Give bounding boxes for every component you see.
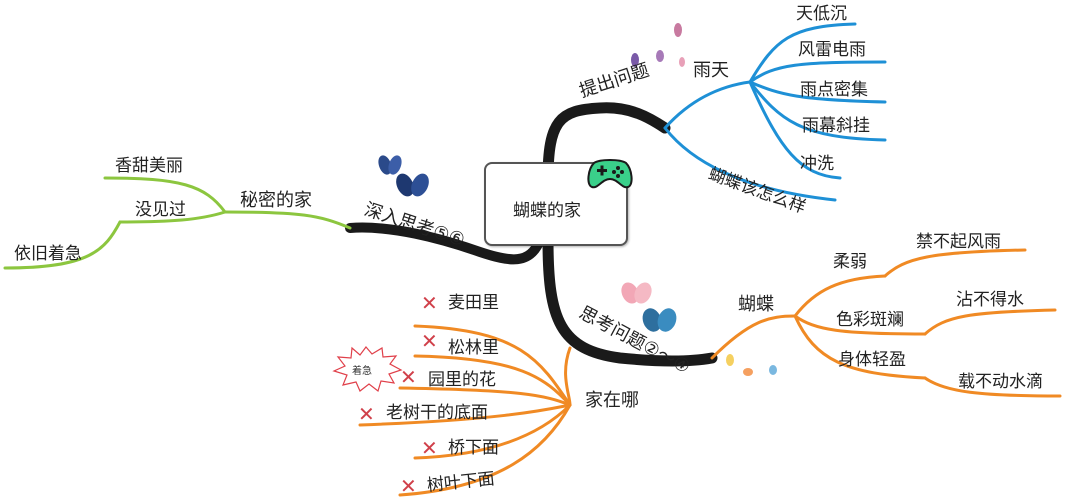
trunk-shenru [345, 222, 545, 265]
node-hudie-row1-a[interactable]: 色彩斑斓 [836, 310, 904, 330]
node-jiazaina-item-2[interactable]: 园里的花 [428, 370, 496, 390]
node-hudie-row0-a[interactable]: 柔弱 [833, 252, 867, 272]
node-yutian-item-3[interactable]: 雨幕斜挂 [802, 116, 870, 136]
node-yutian-item-2[interactable]: 雨点密集 [800, 80, 868, 100]
butterfly-icon-6 [726, 354, 777, 376]
node-jiazaina[interactable]: 家在哪 [585, 390, 639, 411]
node-jiazaina-item-4[interactable]: 桥下面 [448, 438, 499, 458]
x-mark-icon: ✕ [421, 291, 438, 315]
node-mimi-item-1[interactable]: 没见过 [135, 200, 186, 220]
trunk-tichu [542, 102, 671, 186]
node-jiazaina-item-0[interactable]: 麦田里 [448, 293, 499, 313]
node-hudie-row1-b[interactable]: 沾不得水 [956, 290, 1024, 310]
x-mark-icon: ✕ [421, 329, 438, 353]
node-jiazaina-item-3[interactable]: 老树干的底面 [386, 403, 488, 423]
node-yutian-item-1[interactable]: 风雷电雨 [798, 40, 866, 60]
x-mark-icon: ✕ [358, 402, 375, 426]
x-mark-icon: ✕ [421, 436, 438, 460]
butterfly-icon-2 [396, 173, 429, 197]
trunk-sikao [542, 234, 718, 367]
node-hudie-row2-b[interactable]: 载不动水滴 [958, 372, 1043, 392]
x-mark-icon: ✕ [400, 474, 417, 498]
node-mimi-item-2[interactable]: 依旧着急 [14, 244, 82, 264]
node-mimi[interactable]: 秘密的家 [240, 190, 312, 211]
gamepad-icon [587, 159, 633, 189]
butterfly-icon-5 [631, 23, 685, 67]
node-hudie[interactable]: 蝴蝶 [738, 294, 774, 315]
center-title: 蝴蝶的家 [513, 201, 581, 221]
butterfly-icon-4 [642, 308, 677, 332]
node-yutian-item-0[interactable]: 天低沉 [796, 4, 847, 24]
node-hudie-row0-b[interactable]: 禁不起风雨 [916, 232, 1001, 252]
node-yutian[interactable]: 雨天 [693, 60, 729, 81]
x-mark-icon: ✕ [400, 365, 417, 389]
node-mimi-item-0[interactable]: 香甜美丽 [115, 156, 183, 176]
burst-badge-label: 着急 [352, 366, 372, 377]
node-yutian-item-4[interactable]: 冲洗 [800, 154, 834, 174]
node-jiazaina-item-1[interactable]: 松林里 [448, 338, 499, 358]
burst-badge-shape [332, 346, 403, 393]
butterfly-icon-1 [378, 155, 402, 175]
node-hudie-row2-a[interactable]: 身体轻盈 [838, 350, 906, 370]
butterfly-icon-3 [621, 282, 652, 304]
